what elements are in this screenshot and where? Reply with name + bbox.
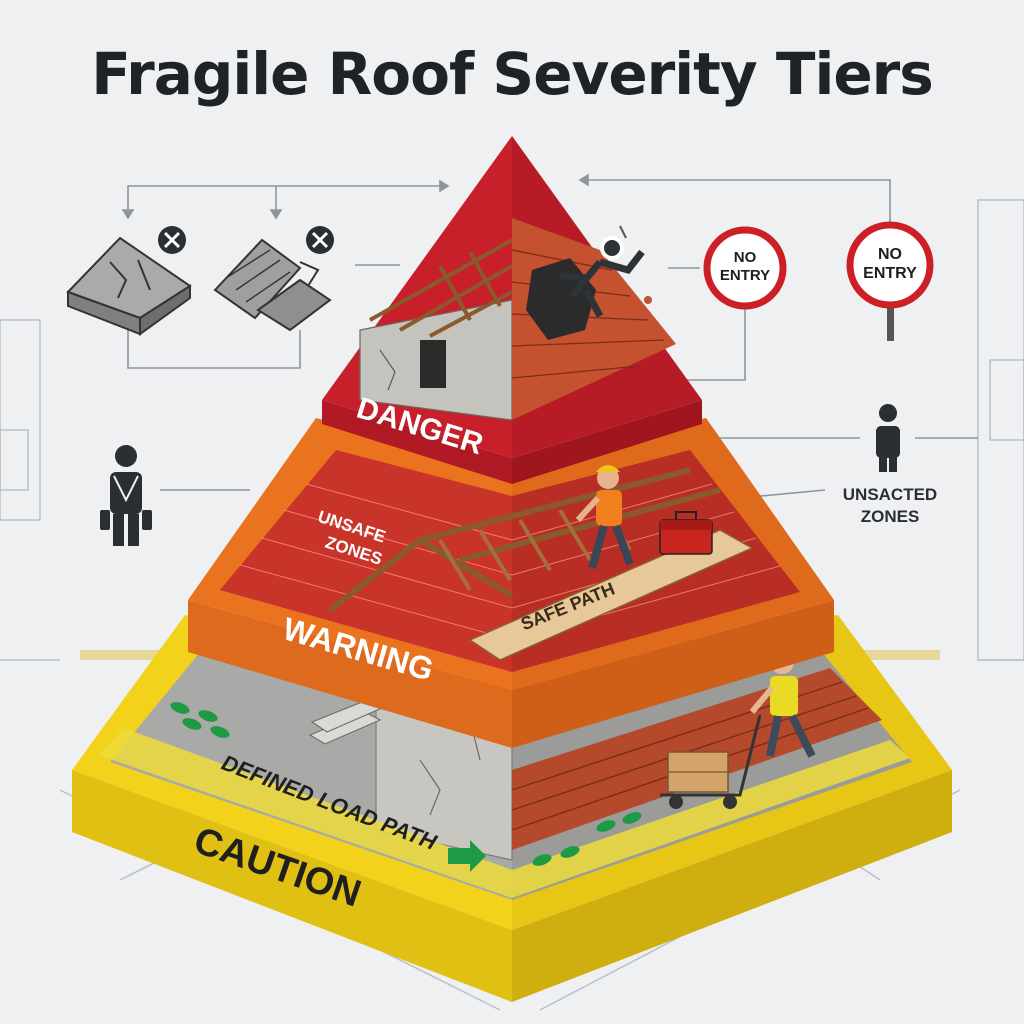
close-icon — [306, 226, 334, 254]
warning-tier: SAFE PATH UNSAFE ZONES WARNING — [188, 418, 834, 748]
close-icon — [158, 226, 186, 254]
sign-2-line1: NO — [878, 246, 902, 263]
sign-1-line2: ENTRY — [720, 267, 770, 284]
roof-frame — [328, 467, 721, 613]
connector-lines — [121, 173, 978, 499]
worker-harness-icon — [575, 465, 634, 570]
broken-tiles-icon — [213, 238, 332, 332]
sign-2-line2: ENTRY — [863, 265, 917, 282]
sign-1-line1: NO — [734, 249, 757, 266]
page-title: Fragile Roof Severity Tiers — [91, 40, 934, 108]
no-entry-sign: NO ENTRY — [846, 221, 934, 341]
falling-person-icon — [559, 236, 645, 318]
toolbox-icon — [659, 511, 713, 555]
side-label-line1: UNSACTED — [843, 485, 937, 504]
footprints-icon — [170, 702, 642, 866]
fragile-roof-icon — [66, 236, 192, 336]
worker-harness-icon — [100, 445, 152, 546]
safe-path-plank — [468, 529, 754, 661]
side-label-line2: ZONES — [861, 507, 920, 526]
person-icon — [876, 404, 900, 472]
danger-tier: DANGER — [322, 136, 702, 484]
hand-truck-icon — [660, 714, 762, 809]
no-entry-sign: NO ENTRY — [703, 226, 787, 310]
arrow-right-icon — [448, 840, 486, 872]
